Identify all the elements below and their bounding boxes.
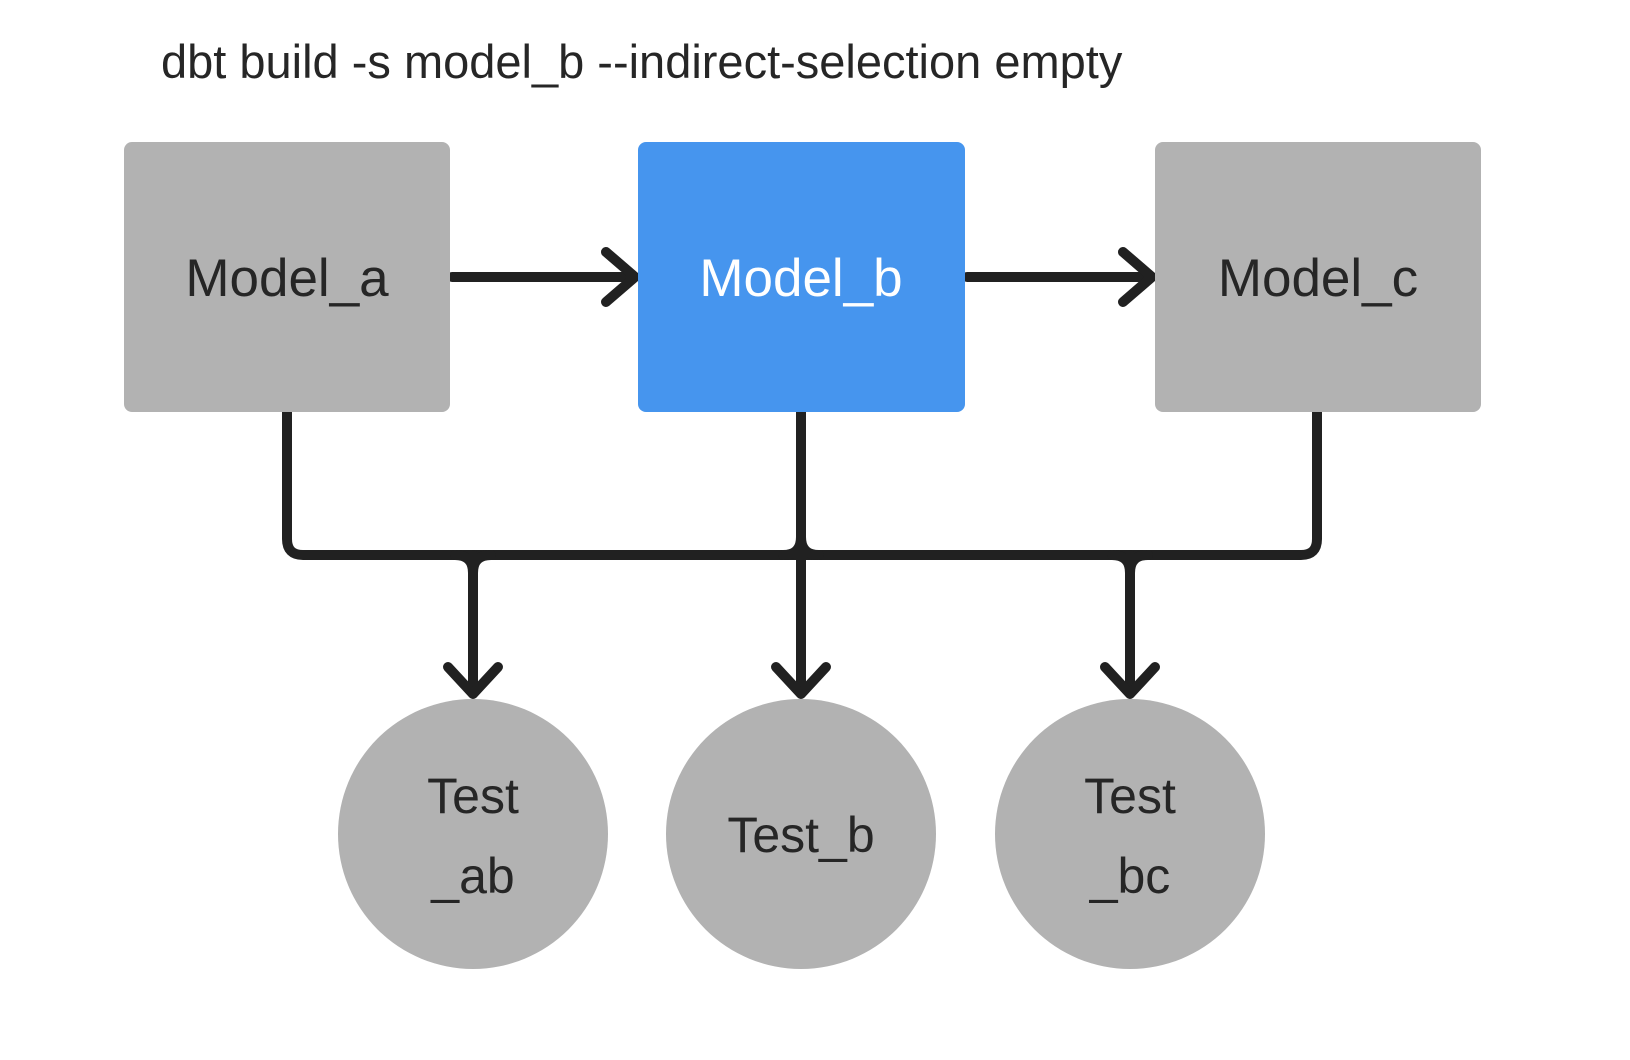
model-c-label: Model_c xyxy=(1218,249,1418,308)
test-b-node xyxy=(666,699,936,969)
model-a-node xyxy=(124,142,450,412)
diagram-title: dbt build -s model_b --indirect-selectio… xyxy=(161,35,1123,88)
selected-label-layer: Model_b xyxy=(699,249,902,308)
model-b-label: Model_b xyxy=(699,249,902,308)
test-bc-node xyxy=(995,699,1265,969)
test-ab-label-line1: Test xyxy=(427,768,519,824)
model-a-label: Model_a xyxy=(185,249,389,308)
node-layer xyxy=(124,142,1481,969)
arrowhead-test-ab xyxy=(443,662,503,699)
test-bc-label-line1: Test xyxy=(1084,768,1176,824)
arrowhead-test-bc xyxy=(1100,662,1160,699)
test-b-label: Test_b xyxy=(727,807,874,863)
model-c-node xyxy=(1155,142,1481,412)
arrowhead-test-b xyxy=(771,662,831,699)
arrowhead-model-c xyxy=(1118,247,1157,307)
edge-layer xyxy=(282,247,1322,699)
test-ab-label-line2: _ab xyxy=(430,848,514,904)
label-layer: dbt build -s model_b --indirect-selectio… xyxy=(161,35,1418,904)
test-bc-label-line2: _bc xyxy=(1089,848,1171,904)
test-ab-node xyxy=(338,699,608,969)
model-b-node-selected xyxy=(638,142,965,412)
arrowhead-model-b xyxy=(601,247,640,307)
